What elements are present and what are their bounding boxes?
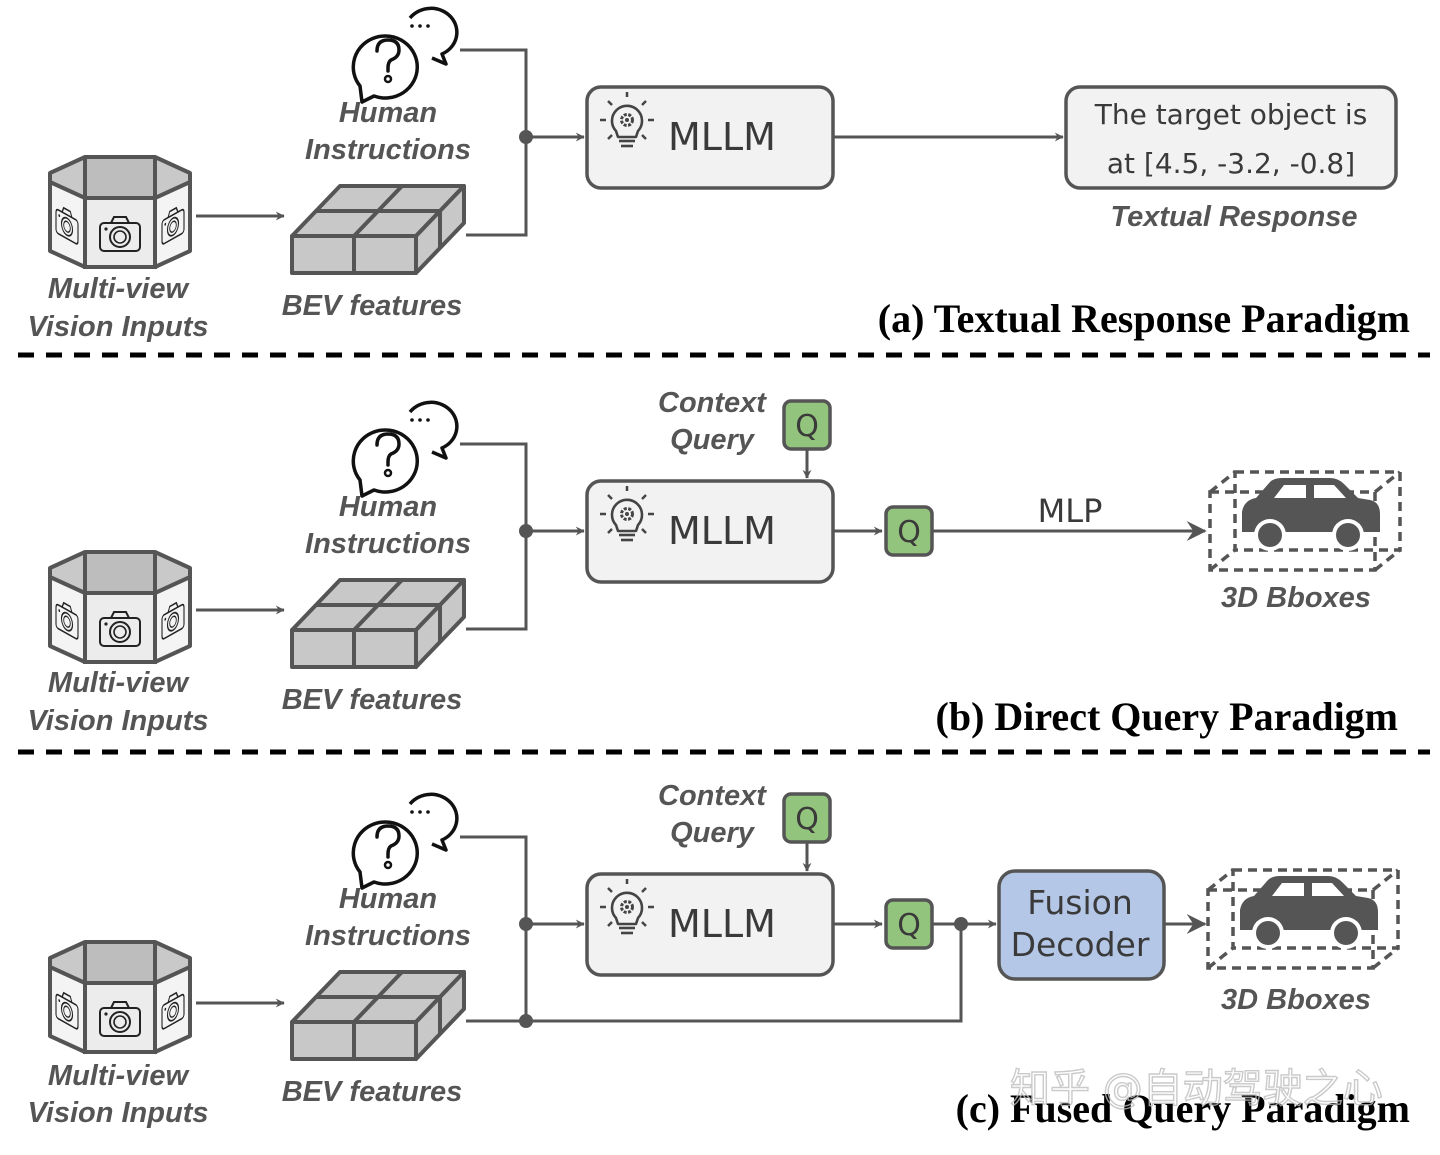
3d-bboxes-label: 3D Bboxes — [1221, 582, 1371, 614]
response-text-line-1: The target object is — [1094, 98, 1368, 131]
textual-response-label: Textual Response — [1110, 201, 1357, 233]
3d-bboxes-label: 3D Bboxes — [1221, 984, 1371, 1016]
mlp-label: MLP — [1038, 492, 1103, 530]
vision-inputs-label-2: Vision Inputs — [28, 1097, 209, 1129]
junction-dot-bev — [519, 1014, 533, 1028]
car-3d-bbox-icon — [1208, 470, 1402, 572]
fusion-decoder-label-2: Decoder — [1011, 925, 1150, 964]
bev-features-icon — [290, 578, 466, 669]
instructions-label-2: Instructions — [305, 528, 471, 560]
bev-features-label: BEV features — [282, 1076, 463, 1108]
multi-view-camera-icon — [50, 550, 190, 662]
bev-features-icon — [290, 184, 466, 275]
fusion-decoder-label-1: Fusion — [1027, 883, 1133, 922]
multi-view-camera-icon — [50, 155, 190, 267]
panel-a-title: (a) Textual Response Paradigm — [878, 296, 1410, 341]
human-instructions-icon — [351, 400, 459, 498]
human-instructions-icon — [351, 792, 459, 890]
output-query-token-label: Q — [897, 908, 921, 943]
instructions-label-1: Human — [339, 491, 437, 523]
junction-dot-decoder — [954, 917, 968, 931]
context-query-label-1: Context — [658, 780, 767, 812]
panel-b-title: (b) Direct Query Paradigm — [936, 694, 1398, 739]
human-instructions-icon — [351, 6, 459, 104]
panel-c-title: (c) Fused Query Paradigm — [956, 1086, 1410, 1131]
car-3d-bbox-icon — [1206, 868, 1400, 970]
vision-inputs-label-1: Multi-view — [48, 1060, 191, 1092]
mllm-label: MLLM — [668, 902, 776, 946]
output-query-token-label: Q — [897, 515, 921, 550]
vision-inputs-label-1: Multi-view — [48, 667, 191, 699]
mllm-label: MLLM — [668, 115, 776, 159]
instructions-label-2: Instructions — [305, 134, 471, 166]
instructions-label-1: Human — [339, 97, 437, 129]
mllm-label: MLLM — [668, 509, 776, 553]
context-query-label-2: Query — [670, 424, 756, 456]
merge-connector — [460, 835, 528, 1021]
vision-inputs-label-2: Vision Inputs — [28, 311, 209, 343]
textual-response-box — [1064, 85, 1398, 190]
bev-features-label: BEV features — [282, 290, 463, 322]
context-query-token-label: Q — [795, 802, 819, 837]
instructions-label-1: Human — [339, 883, 437, 915]
bev-bypass-connector — [466, 924, 963, 1023]
context-query-label-2: Query — [670, 817, 756, 849]
context-query-label-1: Context — [658, 387, 767, 419]
panel-a: Multi-view Vision Inputs BEV features Hu… — [28, 6, 1410, 343]
bev-features-label: BEV features — [282, 684, 463, 716]
context-query-token-label: Q — [795, 409, 819, 444]
bev-features-icon — [290, 970, 466, 1061]
response-text-line-2: at [4.5, -3.2, -0.8] — [1107, 147, 1355, 180]
vision-inputs-label-1: Multi-view — [48, 273, 191, 305]
multi-view-camera-icon — [50, 940, 190, 1052]
vision-inputs-label-2: Vision Inputs — [28, 705, 209, 737]
panel-b: Multi-view Vision Inputs BEV features Hu… — [28, 387, 1402, 739]
instructions-label-2: Instructions — [305, 920, 471, 952]
watermark: 知乎 @自动驾驶之心 — [1010, 1066, 1383, 1112]
panel-c: Multi-view Vision Inputs BEV features Hu… — [28, 780, 1410, 1131]
